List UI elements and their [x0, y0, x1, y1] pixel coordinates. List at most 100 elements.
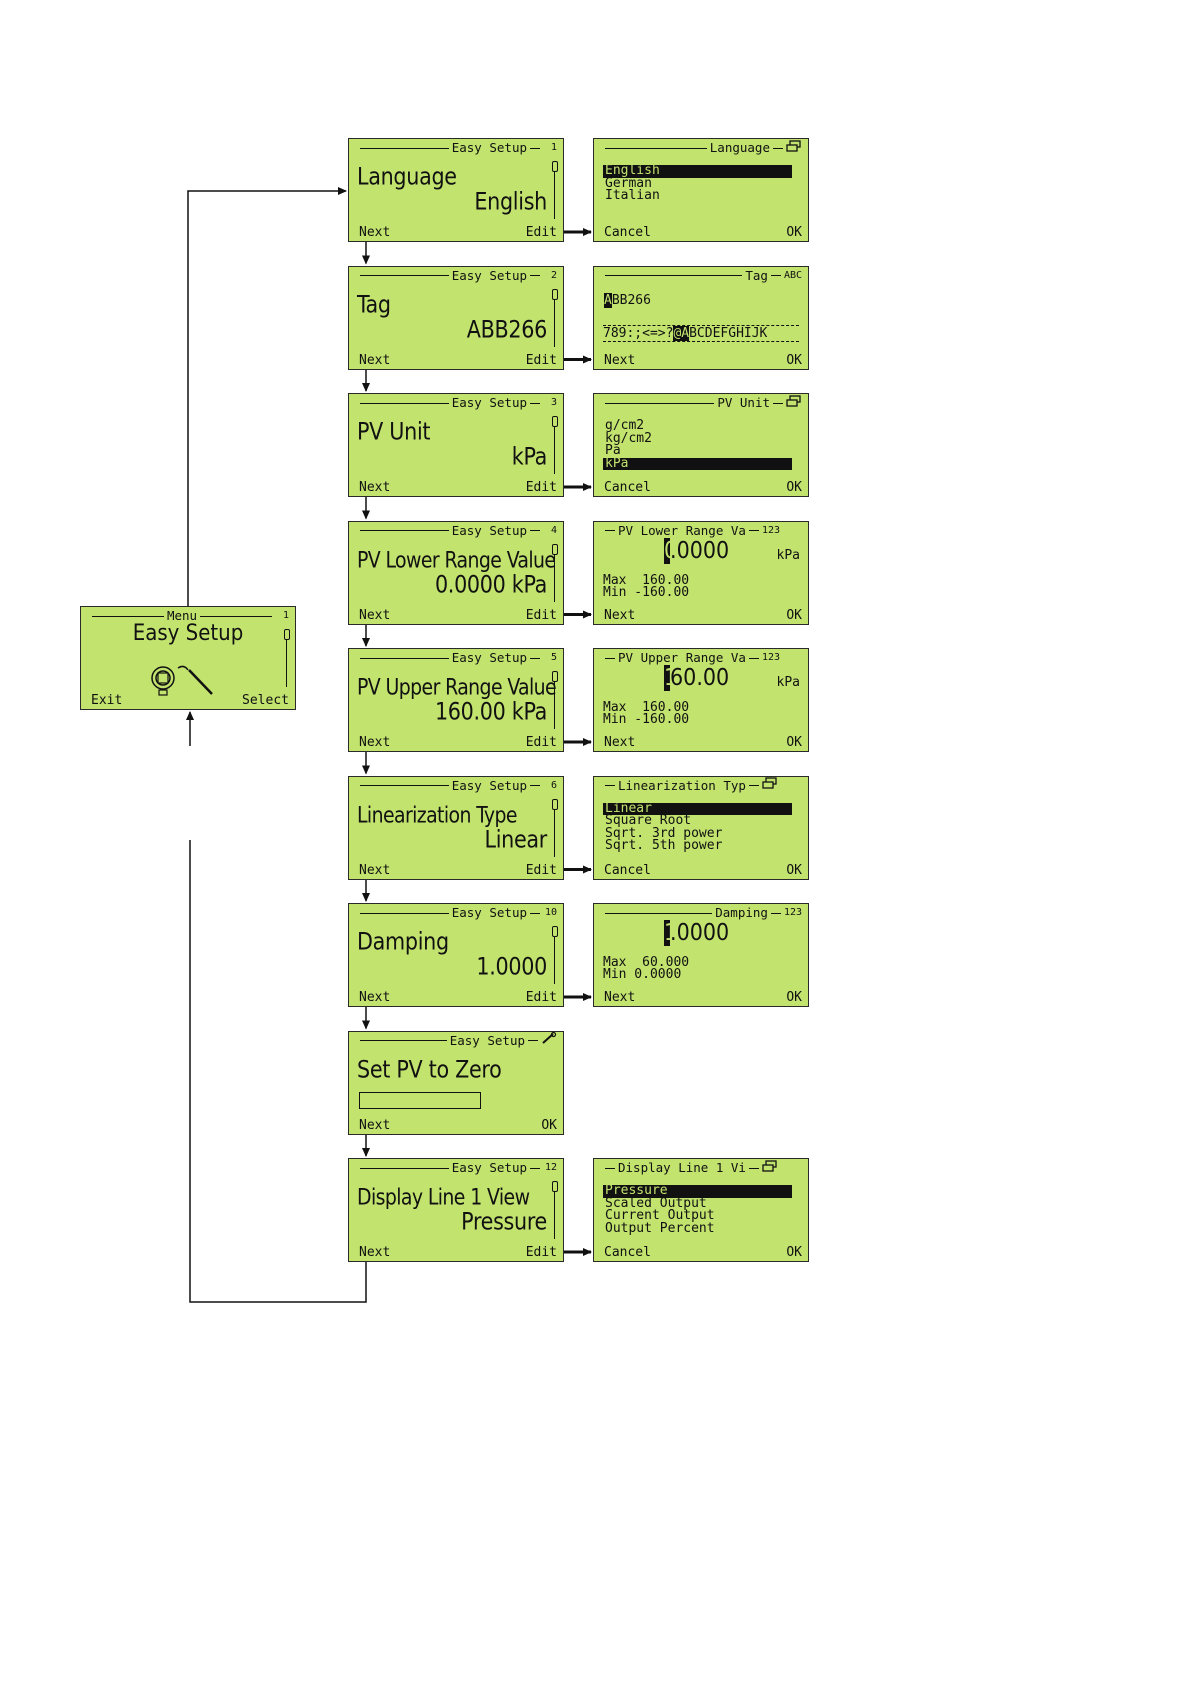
step-next-key[interactable]: Next: [359, 480, 391, 495]
detail-cancel-key[interactable]: Cancel: [604, 862, 651, 878]
step-scrollbar[interactable]: [552, 671, 558, 729]
step-scrollbar[interactable]: [552, 161, 558, 219]
detail-next-key[interactable]: Next: [604, 607, 636, 623]
number-input[interactable]: 0.0000: [664, 537, 729, 564]
step-scrollbar[interactable]: [552, 416, 558, 474]
detail-header-title: Linearization Typ: [618, 777, 746, 793]
option-item[interactable]: kPa: [603, 457, 792, 470]
detail-cancel-key[interactable]: Cancel: [604, 225, 651, 240]
detail-next-key[interactable]: Next: [604, 735, 636, 750]
option-item[interactable]: Pressure: [603, 1184, 792, 1198]
step-edit-key[interactable]: Edit: [525, 607, 557, 623]
step-next-key[interactable]: Next: [359, 735, 391, 750]
list-icon: [786, 394, 802, 412]
step-next-key[interactable]: Next: [359, 225, 391, 240]
header-rule: [748, 530, 759, 531]
option-item[interactable]: German: [605, 175, 652, 191]
menu-exit-key[interactable]: Exit: [91, 693, 123, 708]
step-next-key[interactable]: Next: [359, 352, 391, 368]
step-edit-key[interactable]: Edit: [525, 480, 557, 495]
detail-ok-key[interactable]: OK: [786, 862, 802, 878]
option-item[interactable]: Italian: [605, 188, 660, 203]
option-item[interactable]: g/cm2: [605, 418, 645, 433]
tag-input[interactable]: ABB266: [604, 292, 651, 308]
detail-next-key[interactable]: Next: [604, 352, 636, 368]
step-index: 2: [550, 269, 557, 281]
step-edit-key[interactable]: Edit: [525, 862, 557, 878]
option-item[interactable]: kg/cm2: [605, 430, 652, 446]
step-next-key[interactable]: Next: [359, 1117, 391, 1133]
option-item[interactable]: Linear: [603, 802, 792, 815]
detail-ok-key[interactable]: OK: [786, 607, 802, 623]
step-edit-key[interactable]: Edit: [525, 990, 557, 1005]
option-item[interactable]: Output Percent: [605, 1220, 715, 1236]
detail-cancel-key[interactable]: Cancel: [604, 480, 651, 495]
detail-ok-key[interactable]: OK: [786, 225, 802, 240]
option-item[interactable]: Sqrt. 5th power: [605, 838, 723, 853]
option-item[interactable]: Pa: [605, 443, 621, 458]
detail-ok-key[interactable]: OK: [786, 480, 802, 495]
step-index: 5: [550, 652, 557, 663]
option-item[interactable]: Sqrt. 3rd power: [605, 825, 723, 841]
option-item[interactable]: Square Root: [605, 813, 692, 828]
step-next-key[interactable]: Next: [359, 1245, 391, 1260]
step-scrollbar[interactable]: [552, 1181, 558, 1239]
number-input[interactable]: 1.0000: [664, 920, 729, 946]
step-scrollbar[interactable]: [552, 798, 558, 857]
option-item[interactable]: Scaled Output: [605, 1195, 707, 1211]
detail-cancel-key[interactable]: Cancel: [604, 1245, 651, 1260]
step-parameter-label: Set PV to Zero: [357, 1055, 502, 1084]
detail-ok-key[interactable]: OK: [786, 735, 802, 750]
detail-ok-key[interactable]: OK: [786, 990, 802, 1005]
main-menu-display[interactable]: Menu 1 Easy Setup Exit Select: [80, 606, 296, 710]
header-rule: [530, 1167, 540, 1169]
detail-ok-key[interactable]: OK: [786, 352, 802, 368]
step-next-key[interactable]: Next: [359, 990, 391, 1005]
step-ok-key[interactable]: OK: [541, 1117, 557, 1133]
step-parameter-value: Linear: [484, 825, 547, 854]
step-edit-key[interactable]: Edit: [525, 352, 557, 368]
detail-next-key[interactable]: Next: [604, 990, 636, 1005]
option-item[interactable]: English: [603, 164, 792, 178]
step-next-key[interactable]: Next: [359, 607, 391, 623]
step-edit-key[interactable]: Edit: [525, 735, 557, 750]
step-scrollbar[interactable]: [552, 926, 558, 984]
charset-after: BCDEFGHIJK: [689, 325, 768, 341]
menu-select-key[interactable]: Select: [242, 693, 289, 708]
step-edit-key[interactable]: Edit: [525, 1245, 557, 1260]
character-picker[interactable]: 789:;<=>?@ABCDEFGHIJK: [603, 324, 799, 342]
option-item[interactable]: Current Output: [605, 1208, 715, 1223]
step-next-key[interactable]: Next: [359, 862, 391, 878]
header-rule: [360, 657, 449, 659]
step-edit-key[interactable]: Edit: [525, 225, 557, 240]
step-header-title: Easy Setup: [451, 1160, 527, 1175]
header-rule: [530, 785, 540, 786]
menu-scrollbar[interactable]: [284, 629, 290, 687]
min-value: -160.00: [626, 584, 690, 600]
step-scrollbar[interactable]: [552, 543, 558, 602]
number-input[interactable]: 160.00: [664, 665, 729, 691]
detail-ok-key[interactable]: OK: [786, 1245, 802, 1260]
step-scrollbar[interactable]: [552, 288, 558, 347]
